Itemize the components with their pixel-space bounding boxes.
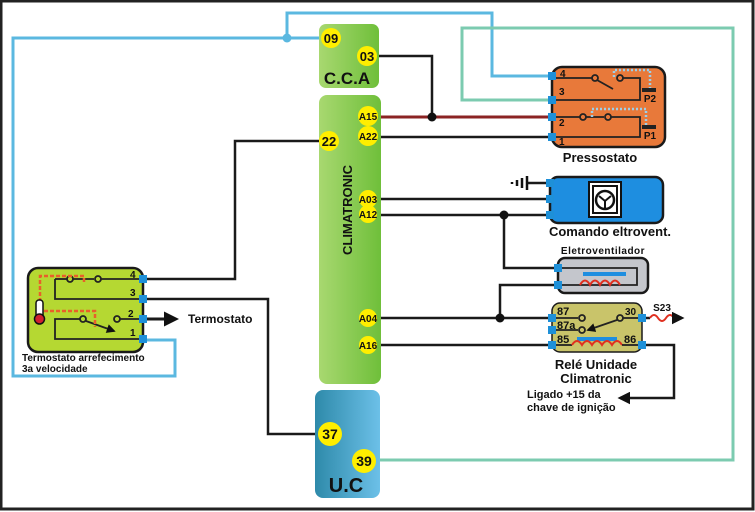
junction-a15 xyxy=(427,112,437,122)
wire-green-pressostato-uc xyxy=(380,26,735,462)
terminal-37-label: 37 xyxy=(322,426,338,442)
climatronic-module[interactable]: A15 A22 22 A03 A12 A04 A16 CLIMATRONIC xyxy=(319,95,381,384)
pressostato-pin-2-label: 2 xyxy=(559,118,565,129)
junction-a04 xyxy=(495,313,505,323)
terminal-39-label: 39 xyxy=(356,453,372,469)
climatronic-terminals: A15 A22 22 A03 A12 A04 A16 xyxy=(319,106,378,354)
ground-icon xyxy=(510,176,529,190)
terminal-a04 xyxy=(359,309,377,327)
pressostato-pin-1 xyxy=(548,133,556,141)
ignition-label-line1: Ligado +15 da xyxy=(527,389,602,401)
terminal-37 xyxy=(318,422,342,446)
pressostato-pin-2 xyxy=(548,113,556,121)
uc-module[interactable]: 37 39 U.C xyxy=(315,390,380,498)
thermostat-pin-4-label: 4 xyxy=(130,270,136,281)
terminal-03 xyxy=(357,46,377,66)
thermostat-pin-3-label: 3 xyxy=(130,288,136,299)
thermostat-pin-1-label: 1 xyxy=(130,328,136,339)
fuse-s23-icon xyxy=(649,314,675,322)
termostato-output-label: Termostato xyxy=(188,312,252,326)
comando-pin-3 xyxy=(546,211,554,219)
relay-pin-87a xyxy=(548,326,556,334)
relay-climatronic[interactable]: 87 87a 85 30 86 xyxy=(548,302,646,353)
cca-title: C.C.A xyxy=(324,69,370,88)
terminal-a12-label: A12 xyxy=(359,210,378,221)
relay-pin-85-label: 85 xyxy=(557,334,569,346)
thermostat-switch[interactable]: 4 3 2 1 xyxy=(26,266,147,354)
switch-p2-label: P2 xyxy=(644,94,657,105)
ignition-label-line2: chave de ignição xyxy=(527,402,616,414)
terminal-a16-label: A16 xyxy=(359,341,378,352)
terminal-a12 xyxy=(359,205,377,223)
pressostato-pin-3-label: 3 xyxy=(559,87,565,98)
terminal-a03 xyxy=(359,190,377,208)
climatronic-title: CLIMATRONIC xyxy=(340,164,355,255)
terminal-a22 xyxy=(358,126,378,146)
fuse-s23-label: S23 xyxy=(653,303,671,314)
pressostato-pin-1-label: 1 xyxy=(559,137,565,148)
relay-label-line2: Climatronic xyxy=(560,371,632,386)
thermostat-pin-1 xyxy=(139,335,147,343)
wire-black-thermostat-22 xyxy=(143,139,320,281)
terminal-09-label: 09 xyxy=(324,31,338,46)
terminal-22 xyxy=(319,131,339,151)
uc-title: U.C xyxy=(329,475,363,497)
thermostat-pin-4 xyxy=(139,275,147,283)
relay-pin-86-label: 86 xyxy=(624,334,636,346)
relay-pin-87-label: 87 xyxy=(557,306,569,318)
comando-eltrovent[interactable] xyxy=(546,175,665,225)
terminal-a15-label: A15 xyxy=(359,112,378,123)
relay-pin-85 xyxy=(548,341,556,349)
relay-pin-30-label: 30 xyxy=(625,307,637,318)
wire-relay-86-ignition xyxy=(617,343,676,405)
cca-module[interactable]: 09 03 C.C.A xyxy=(319,24,379,88)
terminal-a03-label: A03 xyxy=(359,195,378,206)
terminal-22-label: 22 xyxy=(322,134,336,149)
relay-pin-86 xyxy=(638,341,646,349)
wire-black-cca-03 xyxy=(378,54,434,117)
relay-pin-87a-label: 87a xyxy=(557,320,576,332)
junction-a12 xyxy=(499,210,509,220)
wire-blue-cca-pressostato xyxy=(285,11,552,78)
wire-eletroventilador-a04 xyxy=(498,283,558,318)
wire-blue-thermostat-cca xyxy=(11,36,320,378)
pressostato-pin-4-label: 4 xyxy=(560,69,566,80)
relay-label-line1: Relé Unidade xyxy=(555,357,637,372)
terminal-a16 xyxy=(359,336,377,354)
thermostat-label-line1: Termostato arrefecimento xyxy=(22,353,145,364)
eletroventilador-pin-2 xyxy=(554,281,562,289)
thermostat-label-line2: 3a velocidade xyxy=(22,364,88,375)
thermometer-icon xyxy=(33,299,46,325)
eletroventilador[interactable] xyxy=(554,256,650,295)
terminal-a04-label: A04 xyxy=(359,314,378,325)
terminal-03-label: 03 xyxy=(360,49,374,64)
pressostato-pin-3 xyxy=(548,96,556,104)
wire-black-thermostat-37 xyxy=(143,297,318,436)
comando-label: Comando eltrovent. xyxy=(549,224,671,239)
coil-icon xyxy=(579,279,621,288)
relay-pin-87 xyxy=(548,314,556,322)
comando-pin-2 xyxy=(546,195,554,203)
pressostato-pin-4 xyxy=(548,72,556,80)
switch-p1-label: P1 xyxy=(644,131,657,142)
junction-blue xyxy=(282,33,292,43)
terminal-09 xyxy=(321,28,341,48)
eletroventilador-label: Eletroventilador xyxy=(561,246,645,257)
fan-icon xyxy=(592,185,618,214)
eletroventilador-pin-1 xyxy=(554,264,562,272)
pressostato-label: Pressostato xyxy=(563,150,637,165)
thermostat-pin-3 xyxy=(139,295,147,303)
wire-a12-eletroventilador xyxy=(502,215,558,270)
terminal-39 xyxy=(352,449,376,473)
thermostat-pin-2-label: 2 xyxy=(128,309,134,320)
terminal-a15 xyxy=(358,106,378,126)
pressostato[interactable]: P2 P1 4 3 2 1 xyxy=(548,65,667,149)
comando-pin-1 xyxy=(546,179,554,187)
thermostat-pin-2 xyxy=(139,315,147,323)
relay-pin-30 xyxy=(638,314,646,322)
terminal-a22-label: A22 xyxy=(359,132,378,143)
